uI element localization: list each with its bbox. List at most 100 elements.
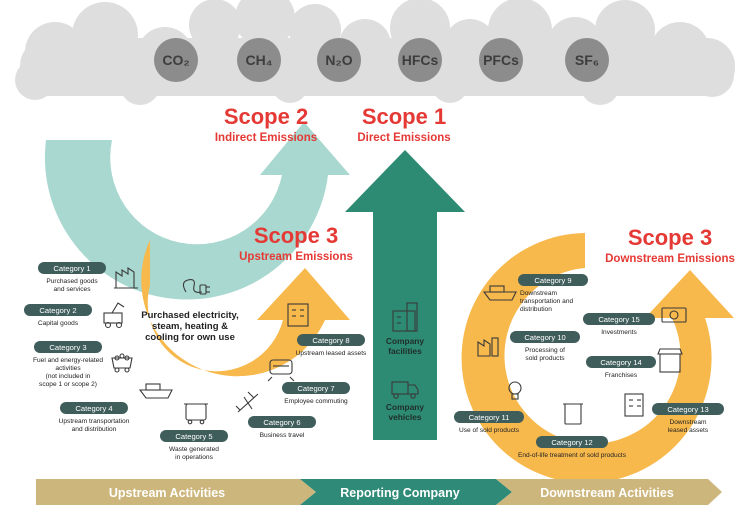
downstream-activities-segment [496,479,722,505]
office-building-icon [287,303,309,327]
reporting-company-label: Reporting Company [340,486,459,500]
category-desc: sold products [525,355,565,362]
category-desc: Use of sold products [459,427,520,434]
train-icon [267,359,295,382]
category-6: Category 6 Business travel [248,416,316,439]
scope3-upstream-title: Scope 3 [254,223,338,248]
gas-label-co2: CO₂ [162,52,189,68]
category-7: Category 7 Employee commuting [282,382,350,405]
gas-circle-n2o [317,38,361,82]
category-desc: Investments [601,329,637,336]
category-label: Category 1 [53,264,90,273]
coal-cart-icon [111,353,133,373]
category-desc: Employee commuting [284,398,348,405]
category-label: Category 7 [297,384,334,393]
company-facilities-line-2: facilities [388,346,422,356]
upstream-activities-segment [36,479,316,505]
category-8: Category 8 Upstream leased assets [296,334,367,357]
scope1-arrow [345,150,465,440]
scope1-subtitle: Direct Emissions [357,132,450,144]
scope2-title: Scope 2 [224,104,308,129]
category-desc: Business travel [260,432,305,439]
category-label: Category 13 [667,405,708,414]
category-desc: Fuel and energy-related [33,357,103,364]
category-desc: transportation and [520,298,573,305]
scope3-upstream-subtitle: Upstream Emissions [239,251,353,263]
category-label: Category 4 [75,404,112,413]
construction-vehicle-icon [103,302,125,329]
category-15: Category 15 Investments [583,313,655,336]
activities-bar: Upstream Activities Reporting Company Do… [36,479,722,505]
downstream-activities-label: Downstream Activities [540,486,674,500]
scope2-subtitle: Indirect Emissions [215,132,317,144]
category-desc: Capital goods [38,320,79,327]
category-label: Category 5 [175,432,212,441]
cargo-ship-icon [138,383,173,399]
category-label: Category 10 [524,333,565,342]
cloud-band [15,0,735,105]
category-1: Category 1 Purchased goods and services [38,262,106,293]
waste-bin-icon [184,403,208,425]
category-desc: scope 1 or scope 2) [39,381,97,388]
scope2-arrow [44,122,350,300]
company-facilities-line-1: Company [386,336,425,346]
gas-circle-sf6 [565,38,609,82]
scope3-downstream-title: Scope 3 [628,225,712,250]
gas-label-sf6: SF₆ [575,52,599,68]
lightbulb-icon [508,381,522,400]
category-label: Category 6 [263,418,300,427]
category-desc: Downstream [520,290,558,297]
category-desc: and services [53,286,91,293]
company-vehicles-line-1: Company [386,402,425,412]
category-10: Category 10 Processing of sold products [510,331,580,362]
category-14: Category 14 Franchises [586,356,656,379]
category-desc: leased assets [668,427,709,434]
category-label: Category 11 [469,413,510,422]
gas-circle-ch4 [237,38,281,82]
upstream-activities-label: Upstream Activities [109,486,225,500]
scope1-title: Scope 1 [362,104,446,129]
category-desc: (not included in [46,373,91,380]
category-label: Category 3 [49,343,86,352]
category-label: Category 8 [312,336,349,345]
category-label: Category 12 [551,438,592,447]
electricity-line-1: Purchased electricity, [141,310,239,321]
category-label: Category 9 [534,276,571,285]
category-desc: Upstream leased assets [296,350,367,357]
gas-circle-hfcs [398,38,442,82]
category-4: Category 4 Upstream transportation and d… [59,402,130,433]
category-desc: in operations [175,454,213,461]
category-desc: distribution [520,306,552,313]
scope3-downstream-subtitle: Downstream Emissions [605,253,735,265]
downstream-orange-arrow [461,233,734,483]
gas-circles: CO₂ CH₄ N₂O HFCs PFCs SF₆ [154,38,609,82]
category-11: Category 11 Use of sold products [454,411,524,434]
category-5: Category 5 Waste generated in operations [160,430,228,461]
category-label: Category 15 [598,315,639,324]
franchise-store-icon [657,348,683,373]
money-icon [661,307,687,323]
category-label: Category 2 [39,306,76,315]
truck-icon [391,381,419,399]
recycle-bin-icon [563,403,583,425]
company-vehicles-line-2: vehicles [388,412,421,422]
gas-circle-co2 [154,38,198,82]
category-3: Category 3 Fuel and energy-related activ… [33,341,103,388]
category-label: Category 14 [600,358,641,367]
category-12: Category 12 End-of-life treatment of sol… [518,436,627,459]
category-13: Category 13 Downstream leased assets [652,403,724,434]
category-desc: Upstream transportation [59,418,130,425]
gas-label-ch4: CH₄ [246,52,273,68]
gas-label-n2o: N₂O [325,52,352,68]
electricity-line-3: cooling for own use [145,332,235,343]
factory-icon [114,266,138,289]
reporting-company-segment [300,479,512,505]
category-desc: Processing of [525,347,565,354]
gas-circle-pfcs [479,38,523,82]
category-desc: Waste generated [169,446,219,453]
category-desc: Franchises [605,372,638,379]
downstream-building-icon [624,393,644,417]
category-desc: Purchased goods [46,278,98,285]
